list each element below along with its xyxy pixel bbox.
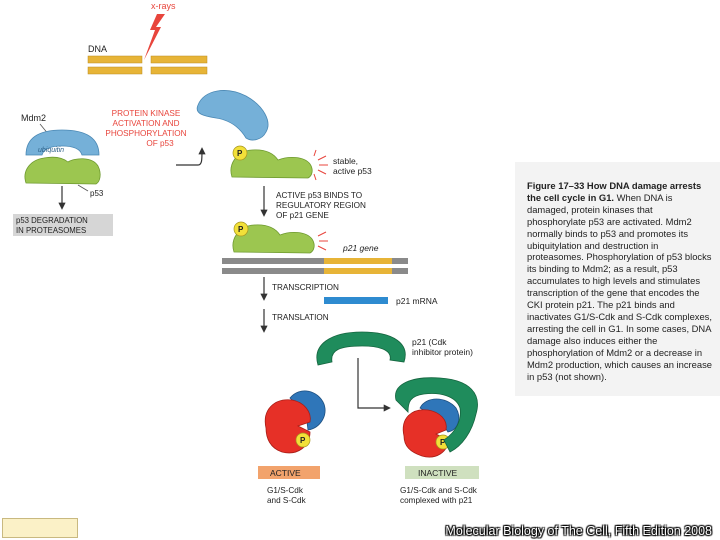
svg-text:ACTIVE p53 BINDS TO: ACTIVE p53 BINDS TO [276, 191, 362, 200]
svg-text:p21 (Cdk: p21 (Cdk [412, 337, 447, 347]
activity-sparkle-icon-2 [317, 231, 328, 251]
xrays-label: x-rays [151, 1, 176, 11]
p21-gene-dna [222, 258, 408, 274]
dna-strands [87, 55, 208, 75]
ubiquitin-label: ubiquitin [38, 147, 64, 154]
binding-label: ACTIVE p53 BINDS TO REGULATORY REGION OF… [276, 191, 366, 220]
book-credit: Molecular Biology of The Cell, Fifth Edi… [445, 524, 712, 538]
svg-text:P: P [440, 438, 446, 447]
phosphate-icon [232, 145, 248, 161]
inactive-label: INACTIVE [418, 468, 458, 478]
p21-protein-label: p21 (Cdk inhibitor protein) [412, 337, 473, 357]
svg-text:PHOSPHORYLATION: PHOSPHORYLATION [105, 129, 186, 138]
mdm2-protein [25, 129, 100, 156]
svg-text:REGULATORY REGION: REGULATORY REGION [276, 201, 366, 210]
cdk-complex-active: P [264, 390, 326, 454]
svg-text:active p53: active p53 [333, 166, 372, 176]
inhibition-arrow [357, 358, 391, 412]
kinase-label: PROTEIN KINASE ACTIVATION AND PHOSPHORYL… [105, 109, 186, 148]
p21-mrna [324, 297, 388, 304]
svg-text:p53 DEGRADATION: p53 DEGRADATION [16, 216, 88, 225]
inactive-description: G1/S-Cdk and S-Cdk complexed with p21 [400, 486, 478, 505]
p53-label: p53 [90, 189, 104, 198]
degradation-label: p53 DEGRADATION IN PROTEASOMES [16, 216, 88, 235]
p53-protein-bound [24, 156, 101, 185]
cdk-complex-inactive: P [395, 377, 478, 458]
mdm2-protein-released [196, 90, 269, 141]
footer-box [2, 518, 78, 538]
svg-text:stable,: stable, [333, 156, 358, 166]
active-description: G1/S-Cdk and S-Cdk [267, 486, 307, 505]
mdm2-label: Mdm2 [21, 113, 46, 123]
svg-text:ACTIVATION AND: ACTIVATION AND [112, 119, 179, 128]
svg-text:OF p21 GENE: OF p21 GENE [276, 211, 329, 220]
phosphate-icon-2 [233, 221, 249, 237]
phosphate-label: P [237, 149, 243, 158]
figure-caption: Figure 17–33 How DNA damage arrests the … [527, 180, 713, 382]
dna-label: DNA [88, 44, 107, 54]
transcription-label: TRANSCRIPTION [272, 283, 339, 292]
svg-text:complexed with p21: complexed with p21 [400, 496, 473, 505]
p21-gene-label: p21 gene [342, 243, 379, 253]
active-label: ACTIVE [270, 468, 301, 478]
caption-title: Figure 17–33 How DNA damage arrests the … [527, 180, 702, 203]
translation-label: TRANSLATION [272, 313, 329, 322]
phosphate-label-2: P [238, 225, 244, 234]
caption-panel [515, 162, 720, 396]
svg-text:OF p53: OF p53 [146, 139, 174, 148]
svg-text:G1/S-Cdk and S-Cdk: G1/S-Cdk and S-Cdk [400, 486, 478, 495]
svg-text:G1/S-Cdk: G1/S-Cdk [267, 486, 304, 495]
activity-sparkle-icon [313, 149, 328, 181]
p21-protein [316, 331, 406, 366]
svg-text:P: P [300, 436, 306, 445]
svg-text:and S-Cdk: and S-Cdk [267, 496, 307, 505]
phosphorylation-arrow [176, 147, 206, 166]
lightning-bolt-icon [144, 14, 165, 60]
svg-text:PROTEIN KINASE: PROTEIN KINASE [112, 109, 181, 118]
svg-text:inhibitor protein): inhibitor protein) [412, 347, 473, 357]
stable-active-label: stable, active p53 [333, 156, 372, 176]
caption-body: When DNA is damaged, protein kinases tha… [527, 191, 712, 382]
p21-mrna-label: p21 mRNA [396, 296, 438, 306]
svg-text:IN PROTEASOMES: IN PROTEASOMES [16, 226, 86, 235]
